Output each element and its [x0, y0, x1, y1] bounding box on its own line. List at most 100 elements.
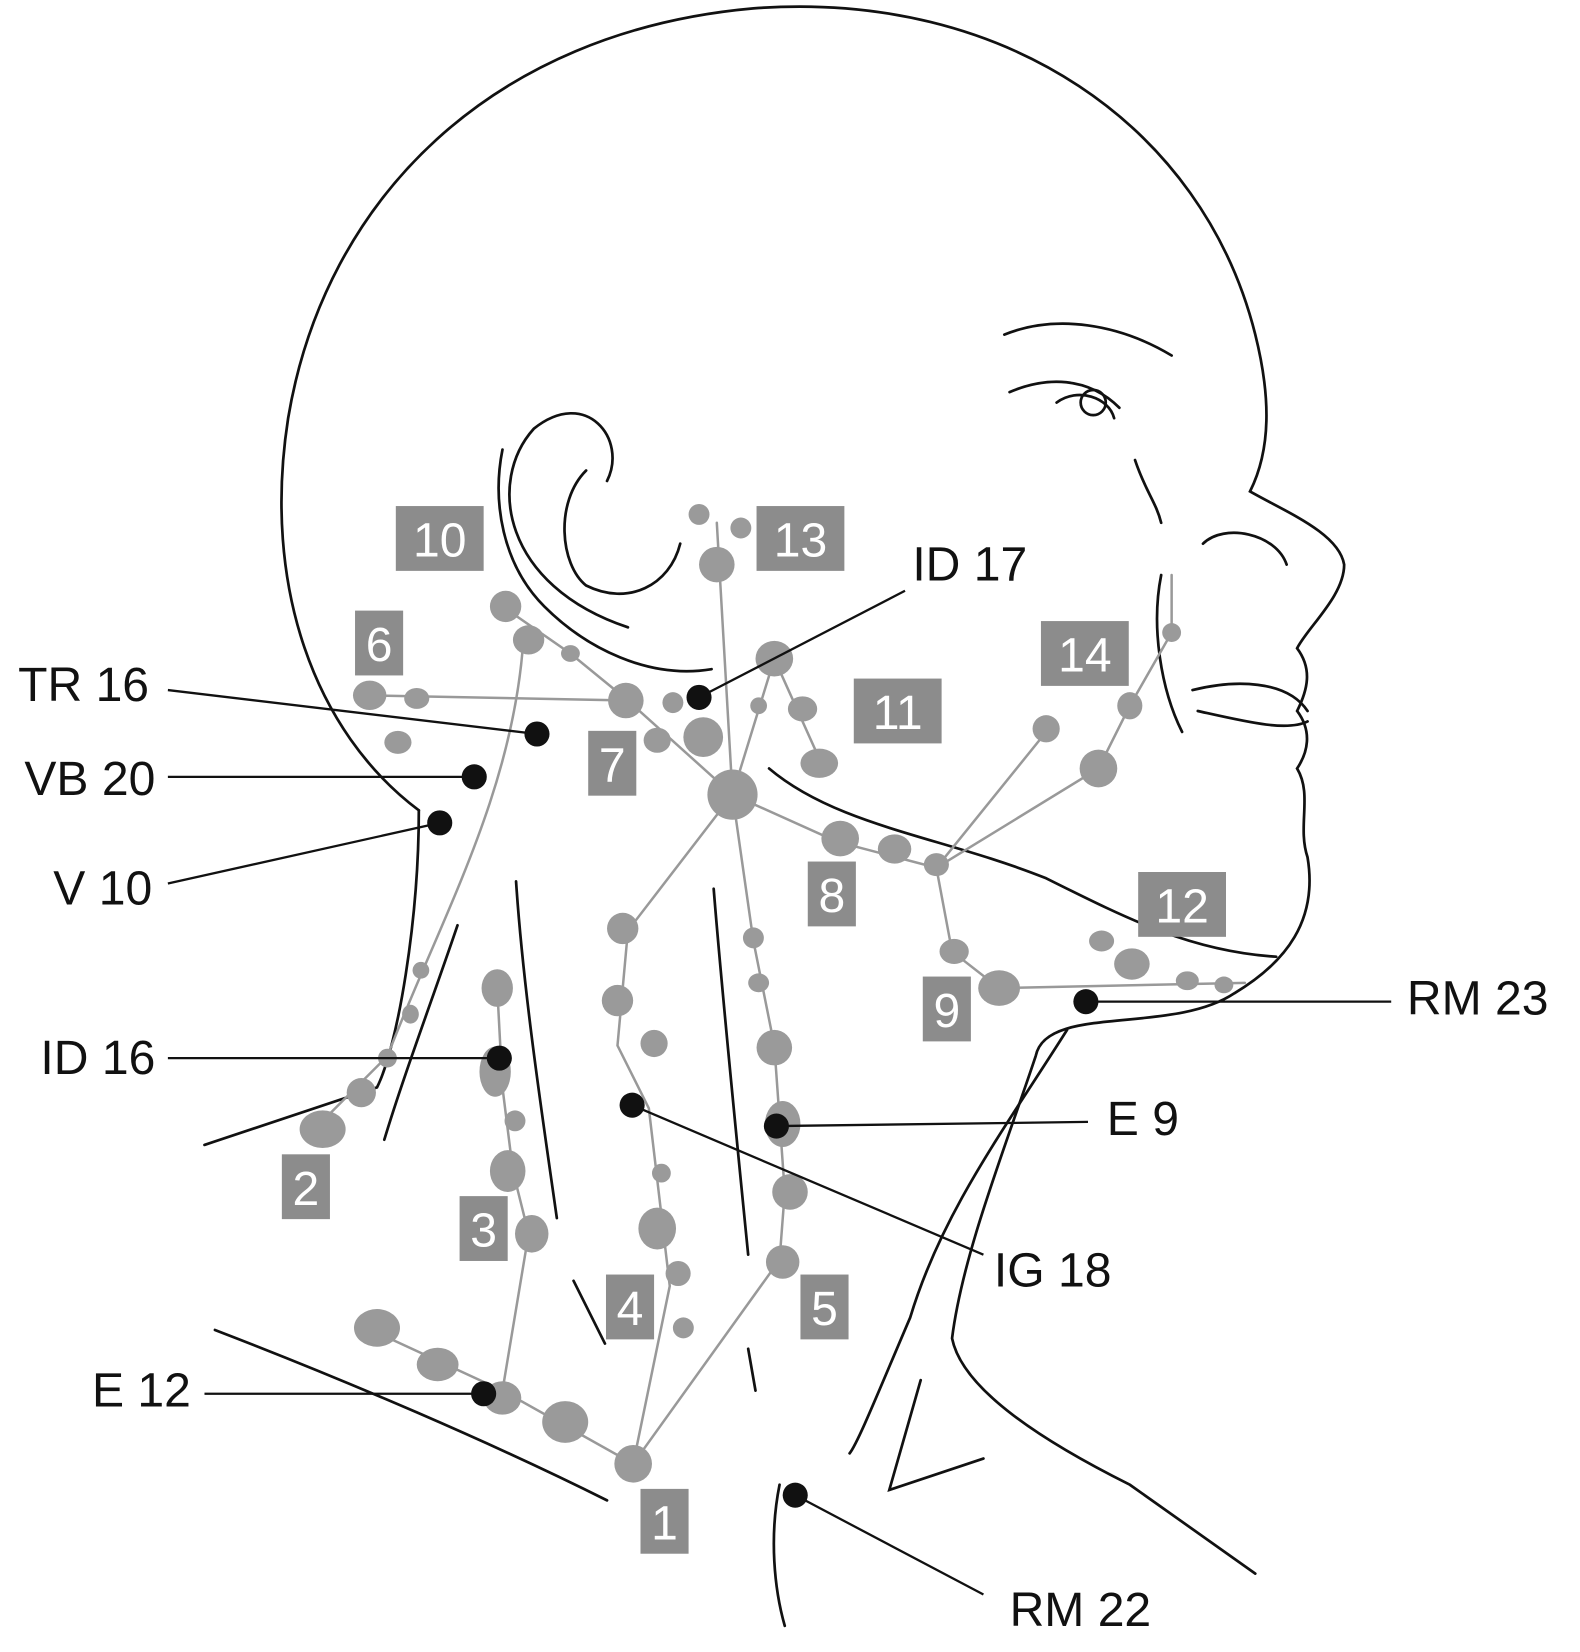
lymph-node — [601, 984, 634, 1017]
back-neck-line — [203, 808, 421, 1147]
lymph-node — [1089, 930, 1115, 952]
node-group-number: 7 — [599, 738, 626, 792]
lymph-node — [542, 1401, 589, 1443]
lymph-node — [481, 969, 513, 1007]
lymph-node — [614, 1444, 652, 1483]
lymph-node — [772, 1174, 808, 1210]
node-group-number: 4 — [617, 1282, 644, 1336]
label-box — [459, 1196, 508, 1261]
lymph-node — [404, 687, 430, 709]
acupoint-tr-16: TR 16 — [18, 658, 550, 747]
label-box — [605, 1274, 655, 1340]
acupoint-label: VB 20 — [24, 752, 155, 806]
acupoint-dot — [619, 1092, 645, 1118]
lymph-node — [643, 727, 671, 753]
lymph-node — [707, 769, 758, 820]
node-group-label-11: 11 — [853, 678, 942, 744]
acupoint-dot — [461, 764, 487, 790]
acupoint-v-10: V 10 — [53, 810, 453, 916]
node-group-label-5: 5 — [800, 1274, 849, 1340]
node-group-label-7: 7 — [588, 730, 637, 796]
node-group-label-12: 12 — [1138, 872, 1227, 937]
clavicle-line — [887, 1378, 985, 1493]
node-group-number: 5 — [811, 1282, 838, 1336]
acupoint-label: RM 22 — [1010, 1583, 1152, 1637]
acupoint-label: ID 17 — [912, 538, 1027, 592]
node-group-number: 11 — [873, 686, 923, 740]
lymph-node — [787, 696, 818, 722]
acupoint-dot — [524, 721, 550, 747]
node-group-number: 10 — [413, 514, 466, 568]
acupoint-label: V 10 — [53, 862, 152, 916]
lymph-node — [672, 1317, 694, 1339]
lymph-node — [512, 625, 545, 655]
acupoint-e-9: E 9 — [763, 1092, 1179, 1146]
acupoint-dot — [1073, 989, 1099, 1015]
nose-mouth — [1191, 531, 1309, 728]
label-box — [1138, 872, 1227, 937]
cheek-line — [1133, 458, 1184, 734]
label-box — [922, 976, 971, 1042]
acupoint-dot — [782, 1482, 808, 1508]
label-box — [281, 1154, 330, 1220]
lymph-node — [756, 1029, 793, 1066]
lymph-node — [416, 1347, 459, 1382]
label-box — [853, 678, 942, 744]
head-outline — [203, 5, 1346, 1628]
node-group-number: 3 — [470, 1204, 497, 1258]
node-group-number: 6 — [366, 618, 393, 672]
shoulder-line — [213, 1328, 609, 1502]
acupoint-rm-23: RM 23 — [1073, 972, 1548, 1026]
acupoint-ig-18: IG 18 — [619, 1092, 1111, 1297]
node-group-label-4: 4 — [605, 1274, 655, 1340]
label-box — [807, 861, 856, 927]
node-group-label-1: 1 — [640, 1488, 689, 1554]
node-group-number: 1 — [651, 1496, 678, 1550]
lymph-node — [688, 503, 710, 525]
node-group-label-3: 3 — [459, 1196, 508, 1261]
lymph-node — [640, 1029, 668, 1058]
lymph-node — [561, 645, 580, 662]
node-group-number: 14 — [1058, 629, 1111, 683]
acupoint-id-16: ID 16 — [40, 1031, 512, 1085]
lymph-node — [742, 927, 764, 949]
ear — [508, 412, 682, 629]
lymph-node — [699, 546, 735, 583]
node-group-label-10: 10 — [395, 506, 484, 571]
node-group-number: 2 — [293, 1162, 320, 1216]
label-box — [588, 730, 637, 796]
acupoint-label: ID 16 — [40, 1031, 155, 1085]
label-box — [1040, 621, 1129, 686]
node-group-label-2: 2 — [281, 1154, 330, 1220]
node-group-label-9: 9 — [922, 976, 971, 1042]
acupoint-label: E 12 — [92, 1364, 191, 1418]
lymph-node — [1032, 715, 1060, 743]
label-box — [800, 1274, 849, 1340]
lymph-node — [1162, 623, 1182, 642]
label-box — [756, 506, 845, 571]
acupoint-dot — [471, 1381, 497, 1407]
acupoint-dot — [686, 684, 712, 710]
label-box — [640, 1488, 689, 1554]
lymph-node — [665, 1260, 691, 1287]
acupoint-dot — [427, 810, 453, 836]
ear-rim — [497, 448, 713, 673]
lymph-node — [821, 820, 860, 857]
head-profile-line — [280, 5, 1346, 1575]
acupoint-id-17: ID 17 — [686, 538, 1027, 710]
leader-line — [167, 821, 440, 885]
lymph-node — [607, 912, 639, 945]
lymph-node — [1214, 976, 1234, 994]
lymph-node — [1114, 948, 1150, 980]
lymph-node — [750, 697, 767, 715]
node-group-label-14: 14 — [1040, 621, 1129, 686]
acupoint-dot — [486, 1045, 512, 1071]
lymph-nodes — [299, 503, 1234, 1483]
node-group-label-13: 13 — [756, 506, 845, 571]
lymph-node — [1079, 749, 1118, 788]
sternum-line — [772, 1483, 787, 1628]
